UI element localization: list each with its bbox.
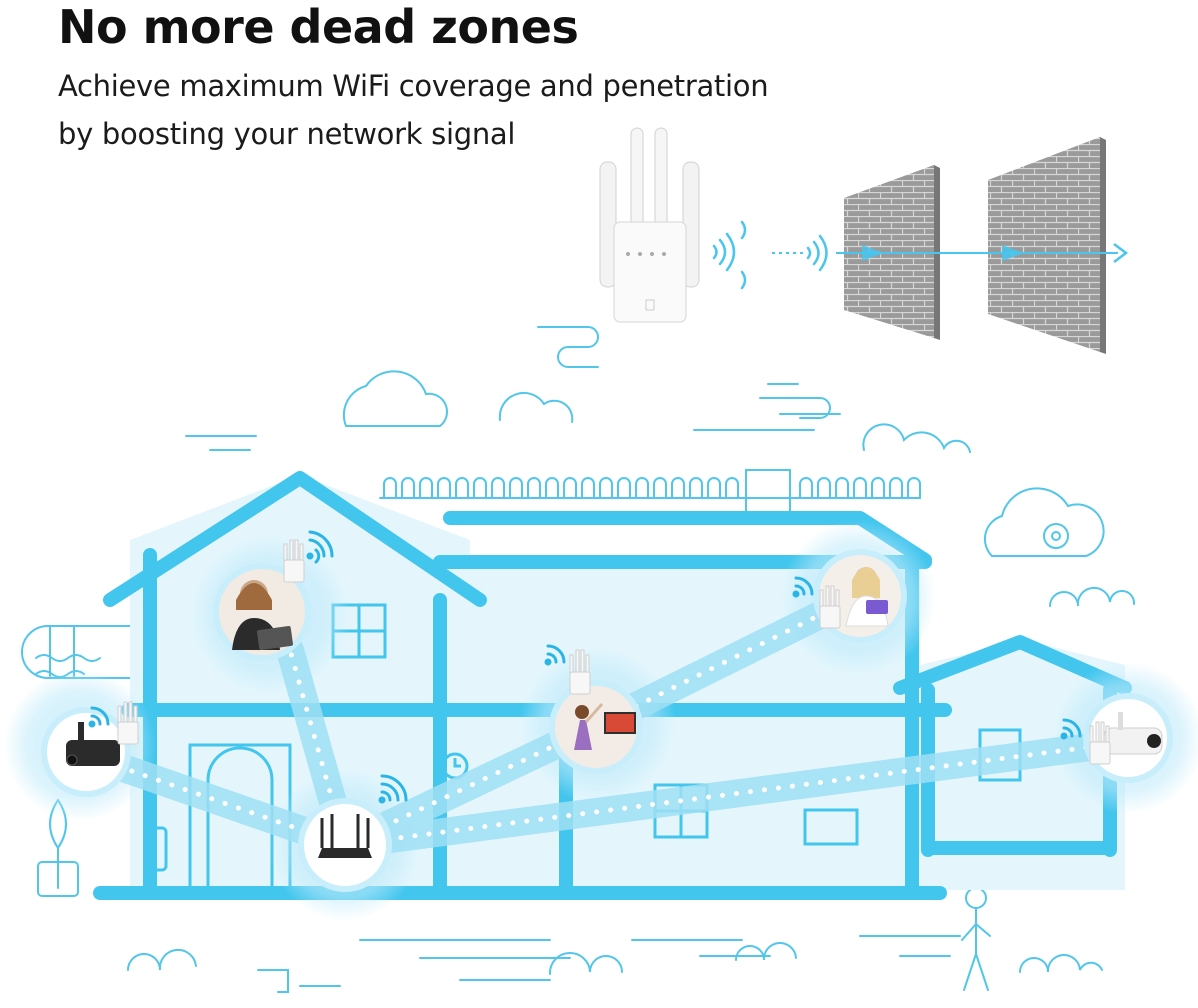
wifi-signal-icon bbox=[88, 706, 110, 728]
wifi-repeater-icon bbox=[117, 701, 139, 745]
person-walking-icon bbox=[961, 887, 991, 991]
wifi-signal-icon bbox=[378, 774, 408, 804]
mini-repeaters bbox=[117, 539, 1111, 765]
router-icon bbox=[298, 798, 392, 892]
scene-badges bbox=[41, 549, 1173, 892]
scene-badge-living-room bbox=[549, 680, 643, 774]
wifi-signal-marks bbox=[88, 530, 1082, 804]
page-headline: No more dead zones bbox=[58, 0, 579, 54]
background-line-art bbox=[20, 326, 1136, 993]
wifi-repeater-icon bbox=[819, 585, 841, 629]
wifi-signal-icon bbox=[712, 220, 828, 290]
wifi-signal-icon bbox=[544, 644, 566, 666]
security-camera-icon bbox=[41, 707, 131, 797]
wifi-signal-icon bbox=[1060, 718, 1082, 740]
scene-badge-tablet-user bbox=[213, 563, 311, 661]
wifi-repeater-icon bbox=[599, 127, 700, 323]
wifi-signal-icon bbox=[792, 576, 814, 598]
subheadline-line-1: Achieve maximum WiFi coverage and penetr… bbox=[58, 69, 769, 103]
wifi-repeater-icon bbox=[1089, 721, 1111, 765]
wifi-repeater-icon bbox=[283, 539, 305, 583]
wall-penetration-diagram bbox=[599, 127, 1129, 354]
brick-wall-icon bbox=[988, 137, 1106, 354]
wifi-signal-icon bbox=[306, 530, 334, 564]
wifi-repeater-icon bbox=[569, 649, 591, 695]
subheadline-line-2: by boosting your network signal bbox=[58, 117, 516, 151]
